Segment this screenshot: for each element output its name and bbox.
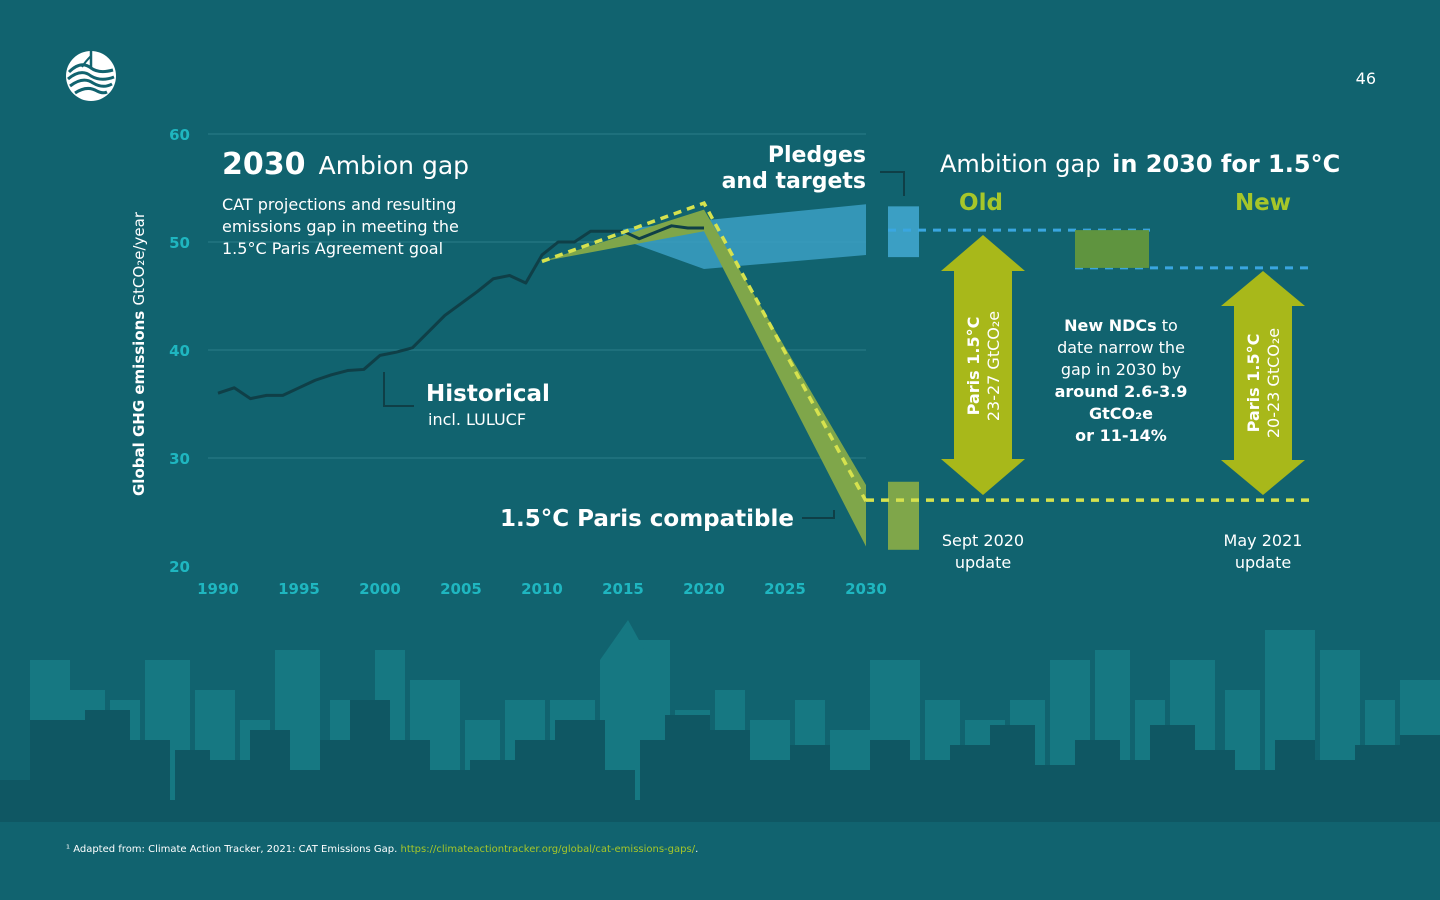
old-date-line-1: Sept 2020 bbox=[942, 531, 1024, 550]
x-tick-label: 2005 bbox=[440, 580, 482, 598]
page-number: 46 bbox=[1356, 69, 1376, 88]
gap-panel-title-bold: in 2030 for 1.5°C bbox=[1112, 150, 1340, 178]
ndc-note-line: New NDCs to bbox=[1064, 316, 1178, 335]
paris-label: 1.5°C Paris compatible bbox=[500, 506, 794, 532]
y-tick-label: 50 bbox=[169, 234, 190, 252]
ndc-note-bold: around 2.6-3.9 bbox=[1055, 382, 1188, 401]
ndc-note-line: or 11-14% bbox=[1075, 426, 1167, 445]
x-tick-label: 1995 bbox=[278, 580, 320, 598]
new-date-line-2: update bbox=[1235, 553, 1291, 572]
subtitle-line-2: emissions gap in meeting the bbox=[222, 217, 459, 236]
footer-band bbox=[0, 822, 1440, 900]
new-arrow-label-2: 20-23 GtCO₂e bbox=[1264, 328, 1283, 438]
old-date-line-2: update bbox=[955, 553, 1011, 572]
pledges-label-line-2: and targets bbox=[722, 169, 866, 194]
footnote-text: ¹ Adapted from: Climate Action Tracker, … bbox=[66, 844, 400, 855]
y-axis-label-units: GtCO₂e/year bbox=[130, 211, 148, 305]
x-tick-label: 2000 bbox=[359, 580, 401, 598]
y-axis-label-bold: Global GHG emissions bbox=[130, 306, 148, 496]
footnote: ¹ Adapted from: Climate Action Tracker, … bbox=[66, 844, 698, 855]
x-tick-label: 2025 bbox=[764, 580, 806, 598]
title-year: 2030 bbox=[222, 147, 306, 182]
ndc-note-bold: New NDCs bbox=[1064, 316, 1157, 335]
gap-panel-title: Ambition gap in 2030 for 1.5°C bbox=[940, 150, 1340, 178]
historical-sublabel: incl. LULUCF bbox=[428, 410, 526, 429]
ndc-note-normal: to bbox=[1157, 316, 1178, 335]
x-tick-label: 2015 bbox=[602, 580, 644, 598]
old-label: Old bbox=[959, 190, 1003, 216]
y-axis-ticks: 20 30 40 50 60 bbox=[169, 126, 190, 576]
y-tick-label: 30 bbox=[169, 450, 190, 468]
subtitle-line-3: 1.5°C Paris Agreement goal bbox=[222, 239, 443, 258]
historical-leader-line bbox=[383, 372, 414, 407]
paris-leader-line bbox=[802, 510, 835, 519]
ndc-note-line: around 2.6-3.9 bbox=[1055, 382, 1188, 401]
pledges-label-line-1: Pledges bbox=[768, 143, 866, 168]
new-arrow-label-1: Paris 1.5°C bbox=[1244, 334, 1263, 433]
x-tick-label: 2020 bbox=[683, 580, 725, 598]
x-tick-label: 2030 bbox=[845, 580, 887, 598]
ndc-note-normal: date narrow the bbox=[1057, 338, 1185, 357]
new-gap-arrow bbox=[1221, 271, 1305, 495]
ndc-note-normal: gap in 2030 by bbox=[1061, 360, 1181, 379]
city-skyline-background bbox=[0, 620, 1440, 900]
paris-2030-marker bbox=[888, 481, 919, 550]
footnote-link[interactable]: https://climateactiontracker.org/global/… bbox=[400, 844, 695, 855]
historical-label: Historical bbox=[426, 381, 550, 407]
y-tick-label: 60 bbox=[169, 126, 190, 144]
footnote-end: . bbox=[695, 844, 698, 855]
old-arrow-label-1: Paris 1.5°C bbox=[964, 317, 983, 416]
subtitle-line-1: CAT projections and resulting bbox=[222, 195, 456, 214]
chart-title: 2030 Ambion gap bbox=[222, 147, 469, 182]
building-spire bbox=[600, 620, 650, 660]
ndc-note-bold: GtCO₂e bbox=[1089, 404, 1153, 423]
x-tick-label: 2010 bbox=[521, 580, 563, 598]
ndc-note-line: gap in 2030 by bbox=[1061, 360, 1181, 379]
y-axis-label: Global GHG emissions GtCO₂e/year bbox=[130, 211, 148, 496]
globe-waves-icon bbox=[66, 51, 116, 101]
y-tick-label: 40 bbox=[169, 342, 190, 360]
y-tick-label: 20 bbox=[169, 558, 190, 576]
new-ndc-narrowing-box bbox=[1075, 230, 1149, 268]
old-arrow-label-2: 23-27 GtCO₂e bbox=[984, 311, 1003, 421]
ndc-note-bold: or 11-14% bbox=[1075, 426, 1167, 445]
pledges-2030-marker bbox=[888, 206, 919, 258]
new-label: New bbox=[1235, 190, 1291, 216]
x-tick-label: 1990 bbox=[197, 580, 239, 598]
pledges-band bbox=[623, 204, 866, 269]
title-rest: Ambion gap bbox=[319, 151, 469, 180]
old-gap-arrow bbox=[941, 235, 1025, 495]
paris-band bbox=[542, 209, 866, 547]
new-date-line-1: May 2021 bbox=[1224, 531, 1303, 550]
x-axis-ticks: 1990 1995 2000 2005 2010 2015 2020 2025 2030 bbox=[197, 580, 887, 598]
paris-dashed-line bbox=[541, 200, 868, 503]
new-ndc-note: New NDCs to date narrow the gap in 2030 by… bbox=[1055, 316, 1188, 445]
gap-panel-title-normal: Ambition gap bbox=[940, 150, 1108, 178]
ndc-note-line: date narrow the bbox=[1057, 338, 1185, 357]
ndc-note-line: GtCO₂e bbox=[1089, 404, 1153, 423]
pledges-leader-line bbox=[880, 171, 905, 196]
